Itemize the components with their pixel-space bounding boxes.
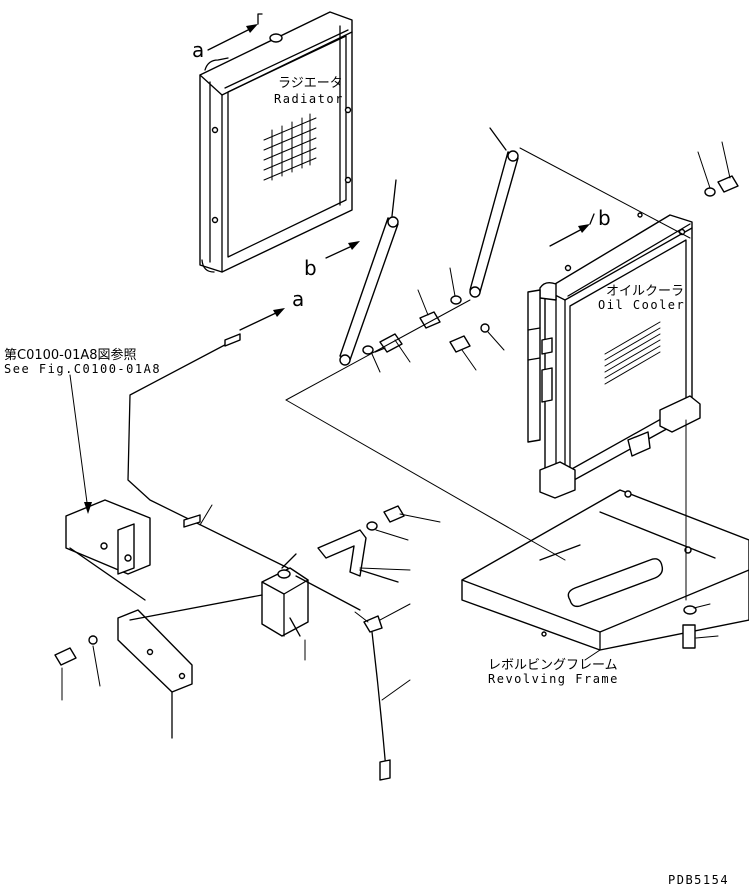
arrow-a-mid — [239, 308, 285, 331]
ref-arrowhead — [84, 502, 92, 514]
callout-b-left: b — [304, 256, 317, 280]
reference-label-en: See Fig.C0100-01A8 — [4, 362, 162, 376]
revolving-frame — [461, 489, 749, 651]
bolt-set-left — [362, 333, 411, 373]
callout-b-right: b — [598, 206, 611, 230]
reference-label-jp: 第C0100-01A8図参照 — [4, 348, 137, 363]
frame-label-jp: レボルビングフレーム — [488, 658, 618, 673]
hoses — [127, 333, 391, 781]
stay-left — [339, 179, 399, 366]
oil-cooler — [527, 212, 701, 499]
bracket-lower — [117, 609, 193, 739]
leader-lines — [69, 147, 691, 701]
stay-right — [469, 127, 519, 298]
oil-cooler-label-en: Oil Cooler — [598, 298, 686, 312]
bolt-set-top-right — [697, 141, 739, 197]
oil-cooler-core-hatch — [604, 321, 661, 385]
callout-a-mid: a — [292, 287, 305, 311]
radiator — [199, 11, 353, 273]
bracket-left — [65, 499, 151, 601]
frame-bolt — [682, 603, 719, 649]
bolt-lower-left — [54, 635, 101, 701]
bolt-set-center — [417, 267, 505, 371]
oil-cooler-label-jp: オイルクーラ — [606, 284, 685, 299]
drawing-number: PDB5154 — [668, 873, 730, 887]
clamp-bolts — [366, 505, 441, 541]
arrow-a-top — [207, 13, 263, 51]
arrow-b-right — [549, 213, 595, 247]
radiator-label-en: Radiator — [274, 92, 344, 106]
reserve-tank — [261, 553, 309, 637]
callout-a-top: a — [192, 38, 205, 62]
frame-label-en: Revolving Frame — [488, 672, 619, 686]
radiator-label-jp: ラジエータ — [278, 76, 343, 91]
arrow-b-left — [325, 241, 360, 259]
radiator-core-grid — [263, 113, 317, 181]
tank-bracket — [317, 529, 399, 583]
